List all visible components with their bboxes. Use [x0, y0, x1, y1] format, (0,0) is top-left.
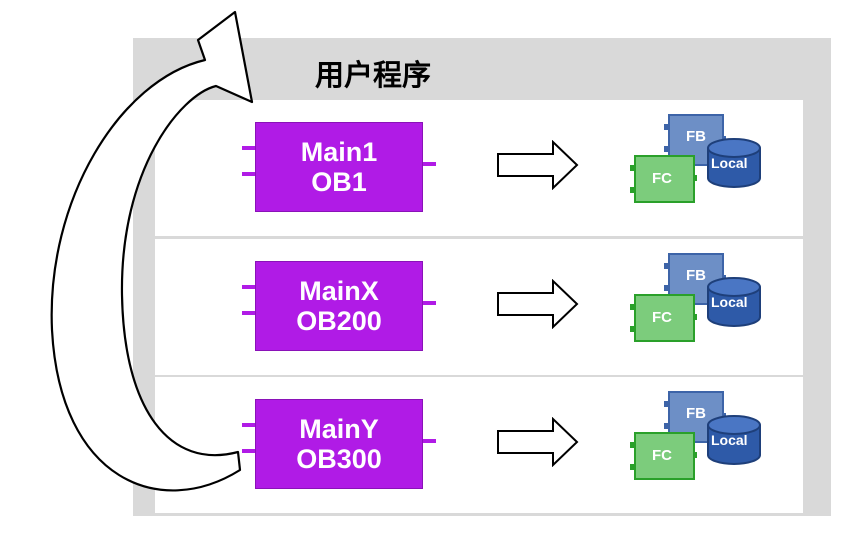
ob-input-pin	[242, 285, 255, 289]
ob-input-pin	[242, 311, 255, 315]
ob-output-pin	[423, 301, 436, 305]
ob-number: OB1	[311, 167, 367, 197]
ob-input-pin	[242, 449, 255, 453]
ob-name: Main1	[300, 136, 378, 167]
ob-output-pin	[423, 439, 436, 443]
program-row-2: MainX OB200 FB Local FC	[155, 239, 803, 375]
local-database-icon	[707, 277, 761, 327]
ob-name: MainX	[299, 275, 379, 306]
ob-input-pin	[242, 172, 255, 176]
ob-name: MainY	[299, 413, 379, 444]
ob-input-pin	[242, 423, 255, 427]
ob-number: OB200	[296, 306, 382, 336]
right-arrow-icon	[497, 279, 579, 329]
ob-output-pin	[423, 162, 436, 166]
organization-block: MainY OB300	[255, 399, 423, 489]
program-row-1: Main1 OB1 FB Local FC	[155, 100, 803, 236]
organization-block: Main1 OB1	[255, 122, 423, 212]
fc-block: FC	[630, 155, 697, 203]
diagram-title: 用户程序	[315, 58, 432, 92]
cycle-arrow-icon	[50, 10, 254, 492]
fc-block: FC	[630, 432, 697, 480]
right-arrow-icon	[497, 417, 579, 467]
ob-input-pin	[242, 146, 255, 150]
right-arrow-icon	[497, 140, 579, 190]
fc-block: FC	[630, 294, 697, 342]
local-database-icon	[707, 415, 761, 465]
ob-number: OB300	[296, 444, 382, 474]
program-row-3: MainY OB300 FB Local FC	[155, 377, 803, 513]
organization-block: MainX OB200	[255, 261, 423, 351]
local-database-icon	[707, 138, 761, 188]
